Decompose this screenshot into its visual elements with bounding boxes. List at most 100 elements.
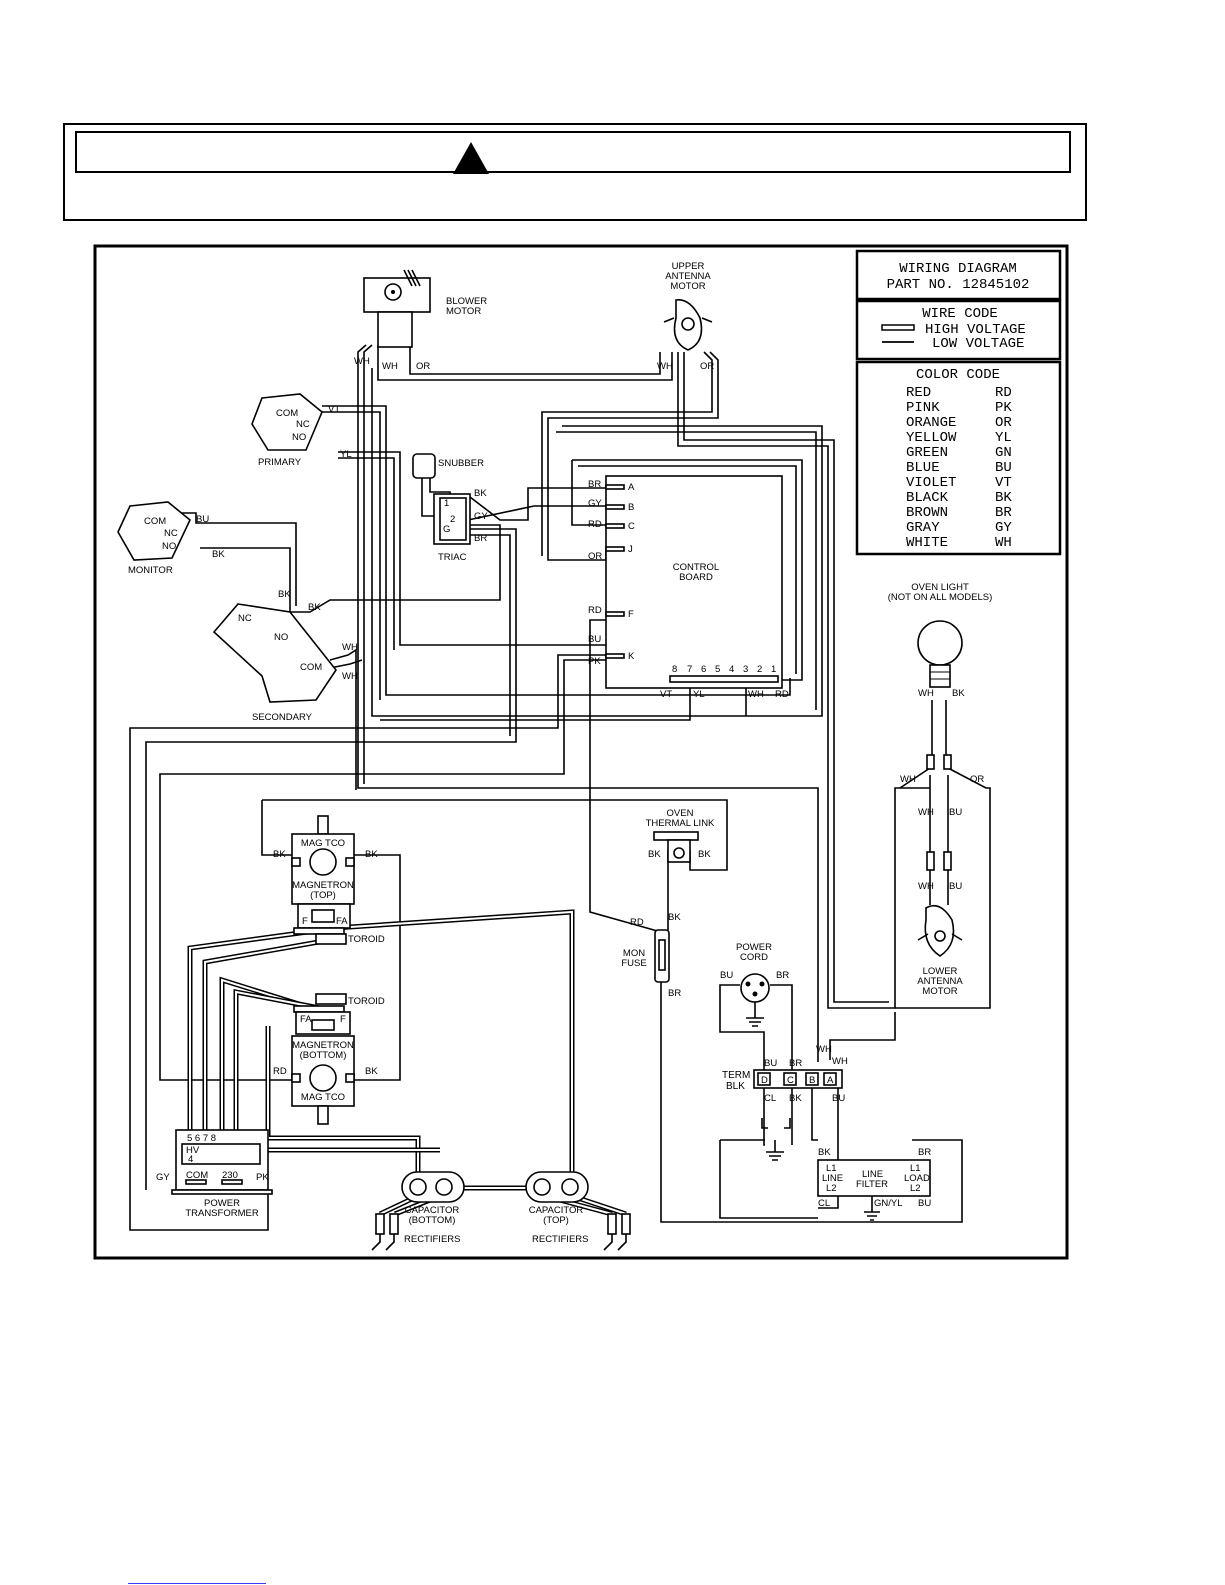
secondary-switch: NC NO COM BK BK WH WH SECONDARY xyxy=(212,589,358,723)
wire-label: GY xyxy=(156,1172,170,1183)
high-voltage-label: HIGH VOLTAGE xyxy=(925,322,1026,338)
mon-fuse-label: FUSE xyxy=(621,958,646,969)
wire-label: WH xyxy=(918,881,934,892)
power-cord: POWER CORD BU BR xyxy=(720,942,789,1027)
wire-label: BU xyxy=(949,807,962,818)
wire-label: BU xyxy=(832,1093,845,1104)
svg-text:230: 230 xyxy=(222,1170,238,1181)
wire-label: OR xyxy=(416,361,430,372)
mon-fuse: RD BK BR MON FUSE xyxy=(621,912,681,999)
color-abbr: YL xyxy=(995,430,1012,446)
svg-text:C: C xyxy=(787,1075,794,1086)
wire-label: BR xyxy=(789,1058,802,1069)
svg-text:1: 1 xyxy=(771,664,776,675)
control-board: CONTROL BOARD A B C J F K BR GY RD OR RD… xyxy=(588,475,789,700)
mag-tco-label: MAG TCO xyxy=(301,838,345,849)
secondary-label: SECONDARY xyxy=(252,712,313,723)
color-name: ORANGE xyxy=(906,415,956,431)
wire-label: BR xyxy=(588,479,601,490)
mon-fuse-label: MON xyxy=(623,948,645,959)
svg-text:F: F xyxy=(340,1014,346,1025)
svg-text:COM: COM xyxy=(276,408,298,419)
wire-label: RD xyxy=(630,917,644,928)
wire-label: OR xyxy=(970,774,984,785)
svg-text:L1: L1 xyxy=(826,1163,837,1174)
wire-label: WH xyxy=(657,361,673,372)
power-cord-label: CORD xyxy=(740,952,768,963)
color-abbr: PK xyxy=(995,400,1012,416)
oven-light-label: OVEN LIGHT xyxy=(911,582,969,593)
color-code-title: COLOR CODE xyxy=(916,367,1000,383)
term-blk-label: TERM xyxy=(722,1070,750,1081)
svg-text:LINE: LINE xyxy=(862,1169,883,1180)
blower-motor-label: BLOWER xyxy=(446,296,487,307)
wire-label: WH xyxy=(900,774,916,785)
svg-text:L2: L2 xyxy=(910,1183,921,1194)
svg-text:5 6 7 8: 5 6 7 8 xyxy=(187,1133,216,1144)
svg-text:2: 2 xyxy=(450,514,455,525)
wire-label: BK xyxy=(789,1093,802,1104)
warning-box xyxy=(63,123,1087,221)
line-filter: L1 LINE L2 LINE FILTER L1 LOAD L2 BK BR … xyxy=(817,1147,931,1221)
wire-label: BU xyxy=(720,970,733,981)
svg-text:2: 2 xyxy=(757,664,762,675)
power-transformer: 5 6 7 8 HV 4 COM 230 GY PK POWER TRANSFO… xyxy=(156,1129,273,1219)
color-name: YELLOW xyxy=(906,430,957,446)
svg-text:FILTER: FILTER xyxy=(856,1179,888,1190)
control-board-label: BOARD xyxy=(679,572,713,583)
toroid-label: TOROID xyxy=(348,996,385,1007)
svg-text:J: J xyxy=(628,544,633,555)
wire-label: BK xyxy=(308,602,321,613)
capacitor-top-label: CAPACITOR xyxy=(529,1205,584,1216)
wire-label: GY xyxy=(588,498,602,509)
monitor-label: MONITOR xyxy=(128,565,173,576)
wire-label: BR xyxy=(474,533,487,544)
oven-light-label: (NOT ON ALL MODELS) xyxy=(888,592,993,603)
svg-text:6: 6 xyxy=(701,664,706,675)
magnetron-bottom-label: (BOTTOM) xyxy=(300,1050,347,1061)
upper-antenna-label: ANTENNA xyxy=(665,271,711,282)
wire-label: GN/YL xyxy=(874,1198,903,1209)
svg-text:F: F xyxy=(628,609,634,620)
color-abbr: BR xyxy=(995,505,1012,521)
wire-label: YL xyxy=(693,689,705,700)
svg-text:A: A xyxy=(628,482,635,493)
wire-code-legend: WIRE CODE HIGH VOLTAGE LOW VOLTAGE xyxy=(855,299,1062,361)
magnetron-top-label: (TOP) xyxy=(310,890,336,901)
svg-text:COM: COM xyxy=(300,662,322,673)
lower-antenna-motor: LOWER ANTENNA MOTOR xyxy=(917,904,963,997)
lower-antenna-label: MOTOR xyxy=(922,986,957,997)
wire-label: WH xyxy=(342,671,358,682)
wire-label: WH xyxy=(918,688,934,699)
svg-text:NO: NO xyxy=(274,632,288,643)
title-line-2: PART NO. 12845102 xyxy=(887,277,1030,293)
wire-label: OR xyxy=(700,361,714,372)
wire-label: WH xyxy=(918,807,934,818)
wire-label: YL xyxy=(340,449,352,460)
svg-text:LINE: LINE xyxy=(822,1173,843,1184)
wire-label: WH xyxy=(748,689,764,700)
svg-text:L2: L2 xyxy=(826,1183,837,1194)
svg-text:NO: NO xyxy=(162,541,176,552)
wire-label: BU xyxy=(764,1058,777,1069)
color-name: GREEN xyxy=(906,445,948,461)
wire-label: BK xyxy=(648,849,661,860)
wire-label: GY xyxy=(474,511,488,522)
svg-text:K: K xyxy=(628,651,635,662)
wire-label: BK xyxy=(365,1066,378,1077)
capacitor-top: CAPACITOR (TOP) xyxy=(525,1171,589,1226)
svg-text:COM: COM xyxy=(144,516,166,527)
rectifiers-label: RECTIFIERS xyxy=(404,1234,460,1245)
color-abbr: GY xyxy=(995,520,1012,536)
mag-tco-label: MAG TCO xyxy=(301,1092,345,1103)
lower-antenna-label: ANTENNA xyxy=(917,976,963,987)
color-abbr: OR xyxy=(995,415,1012,431)
blower-motor: BLOWER MOTOR WH WH OR xyxy=(354,269,487,372)
svg-text:A: A xyxy=(827,1075,834,1086)
svg-text:4: 4 xyxy=(188,1154,193,1165)
color-name: BROWN xyxy=(906,505,948,521)
wire-label: RD xyxy=(588,605,602,616)
snubber-label: SNUBBER xyxy=(438,458,484,469)
svg-text:HV: HV xyxy=(186,1145,200,1156)
